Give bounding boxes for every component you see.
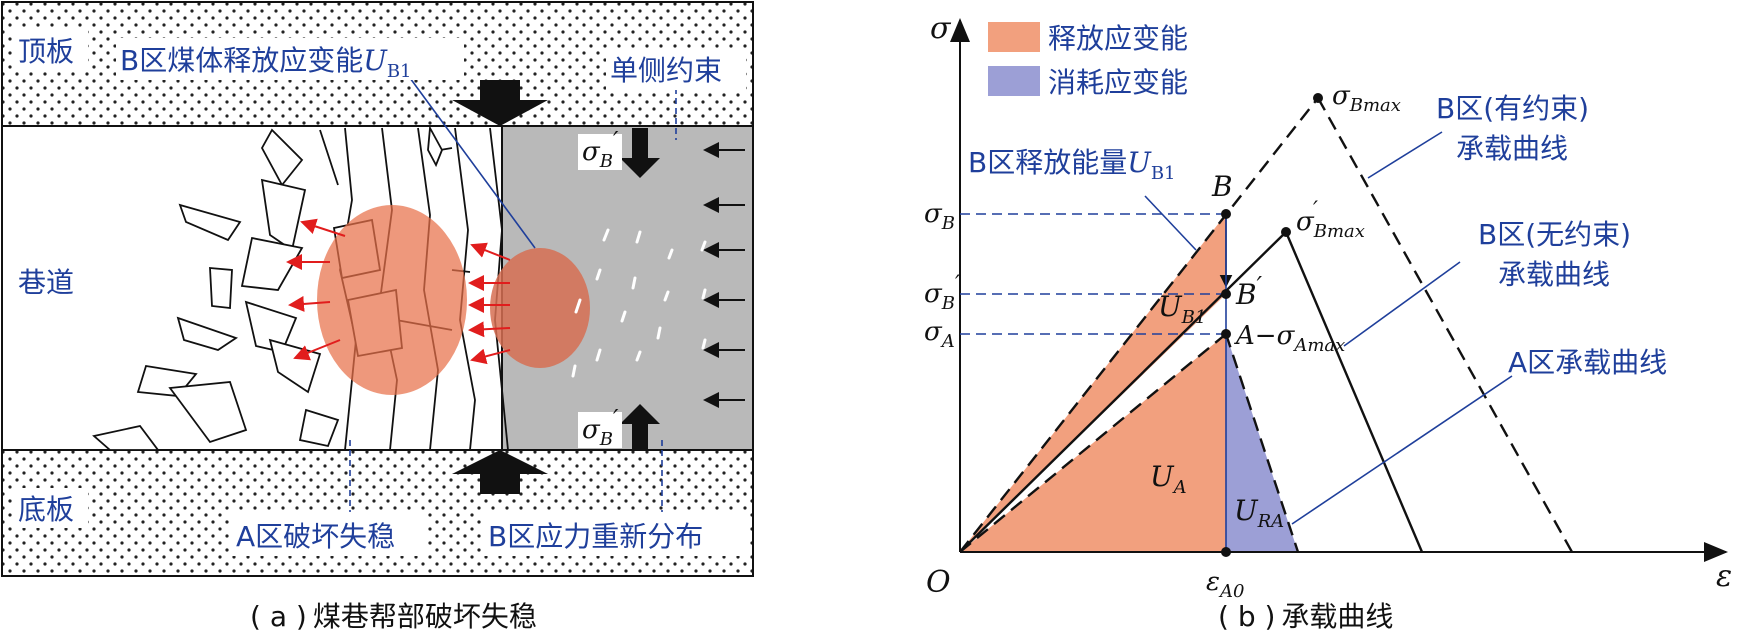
reference-lines	[960, 213, 1226, 335]
origin-label: O	[926, 565, 951, 600]
b-constrained-label-1: B区(有约束)	[1436, 92, 1589, 125]
legend: 释放应变能 消耗应变能	[988, 22, 1188, 99]
confining-arrows	[703, 142, 745, 408]
b-unconstrained-label-2: 承载曲线	[1498, 258, 1610, 291]
release-energy-annotation: B区释放能量UB1	[968, 146, 1176, 184]
label-sigma-bmax-prime: σBmax′	[1296, 198, 1365, 242]
label-b: B	[1211, 170, 1233, 203]
unilateral-constraint-label: 单侧约束	[610, 54, 722, 87]
point-b-prime-max	[1281, 227, 1291, 237]
y-axis-label: σ	[930, 11, 952, 46]
release-energy-label: B区煤体释放应变能UB1	[120, 44, 412, 82]
legend-swatch-release	[988, 22, 1040, 52]
b-constrained-label-2: 承载曲线	[1456, 132, 1568, 165]
point-eps-a0	[1221, 547, 1231, 557]
b-unconstrained-label-1: B区(无约束)	[1478, 218, 1631, 251]
sigma-b-prime-top: σB′	[582, 127, 619, 172]
release-area-ua	[960, 334, 1226, 552]
a-curve-label: A区承载曲线	[1508, 346, 1667, 379]
roadway-label: 巷道	[18, 266, 74, 299]
tick-sigma-b-prime: σB′	[924, 272, 960, 314]
label-sigma-bmax: σBmax	[1332, 81, 1401, 116]
sigma-b-up-arrow	[620, 404, 660, 450]
caption-a: ( a )煤巷帮部破坏失稳	[250, 600, 537, 633]
point-a	[1221, 329, 1231, 339]
zone-b-ellipse	[490, 248, 590, 368]
key-points	[1221, 93, 1323, 557]
label-ura: URA	[1234, 494, 1284, 532]
tick-sigma-a: σA	[924, 317, 955, 352]
sigma-b-prime-bottom: σB′	[582, 405, 619, 450]
caption-b: ( b )承载曲线	[1218, 600, 1393, 633]
tick-sigma-b: σB	[924, 199, 955, 234]
release-area-b1	[960, 214, 1226, 552]
top-load-arrow	[452, 80, 548, 126]
b-leaders	[1144, 131, 1513, 525]
tick-eps-a0: εA0	[1206, 567, 1244, 602]
x-axis-label: ε	[1716, 559, 1732, 594]
point-b-prime	[1221, 289, 1231, 299]
curve-a	[959, 333, 1300, 553]
zone-a-ellipse	[317, 205, 467, 395]
label-b-prime: B′	[1235, 272, 1263, 311]
panel-b: 释放应变能 消耗应变能 σ ε O σB σB′ σA εA0 B B′ A−σ…	[924, 11, 1732, 633]
point-b-max	[1313, 93, 1323, 103]
curve-b-constrained	[959, 97, 1574, 553]
legend-swatch-consume	[988, 66, 1040, 96]
curve-b-unconstrained	[959, 231, 1424, 553]
label-a-sigma-amax: A−σAmax	[1234, 321, 1345, 356]
bottom-load-arrow	[452, 450, 548, 494]
legend-label-consume: 消耗应变能	[1048, 66, 1188, 99]
zone-a-label: A区破坏失稳	[236, 520, 395, 553]
label-ua: UA	[1150, 460, 1187, 498]
zone-b-label: B区应力重新分布	[488, 520, 703, 553]
label-ub1: UB1	[1158, 290, 1206, 328]
micro-cracks	[571, 228, 707, 378]
legend-label-release: 释放应变能	[1048, 22, 1188, 55]
sigma-b-down-arrow	[620, 128, 660, 178]
roof-label: 顶板	[18, 35, 74, 68]
point-b	[1221, 209, 1231, 219]
dashed-leaders	[349, 88, 677, 512]
panel-a: σB′ σB′ 顶板 底板 巷道 B区煤体释放应变能UB1 单侧约束 A区破坏失…	[1, 1, 754, 633]
red-release-arrows	[286, 218, 511, 365]
leader-lines	[409, 77, 536, 249]
floor-label: 底板	[18, 493, 74, 526]
